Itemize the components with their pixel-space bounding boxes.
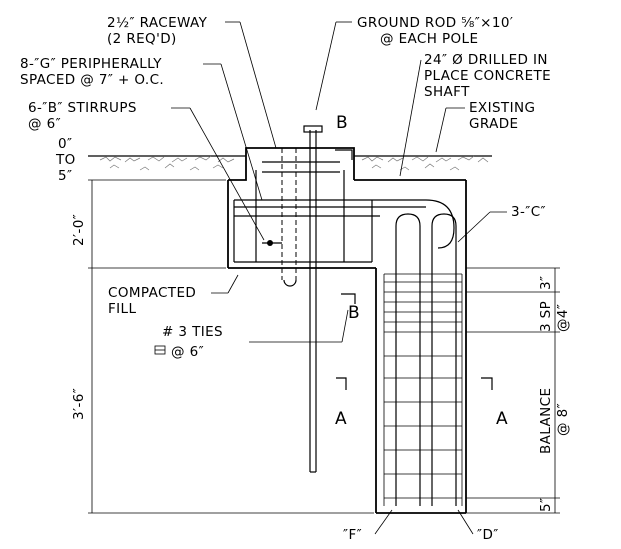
existing-grade-hatch (88, 155, 492, 171)
d-bar-label: ″D″ (477, 527, 499, 543)
ties-label-2: @ 6″ (171, 344, 204, 360)
raceway-label-2: (2 REQ'D) (107, 31, 177, 47)
existing-grade-label-1: EXISTING (469, 100, 535, 116)
f-bar-label: ″F″ (343, 527, 362, 543)
left-dimensions (88, 155, 374, 514)
b-stirrups-label-2: @ 6″ (28, 116, 61, 132)
dim-top-0: 0″ (58, 136, 72, 152)
g-bars-label-2: SPACED @ 7″ + O.C. (20, 72, 164, 88)
cap-reinforcement (233, 161, 455, 263)
shaft-reinforcement (383, 213, 463, 506)
c-bars-label: 3-″C″ (511, 204, 546, 220)
b-stirrups-label-1: 6-″B″ STIRRUPS (28, 100, 137, 116)
dim-bottom-5: 5″ (538, 498, 554, 512)
ground-rod-label-2: @ EACH POLE (380, 31, 478, 47)
section-a-left-label: A (335, 409, 347, 429)
drilled-shaft-label-1: 24″ Ø DRILLED IN (424, 52, 548, 68)
ground-rod (303, 125, 323, 473)
section-b-mid-label: B (348, 303, 360, 323)
dim-2-0: 2′-0″ (71, 214, 87, 246)
concrete-outline (227, 147, 467, 514)
raceway-label-1: 2½″ RACEWAY (107, 15, 208, 31)
existing-grade-label-2: GRADE (469, 116, 518, 132)
dim-at-8: @ 8″ (555, 403, 571, 436)
raceway-conduits (281, 148, 297, 287)
compacted-fill-label-1: COMPACTED (108, 285, 196, 301)
section-a-right-label: A (496, 409, 508, 429)
ground-rod-label-1: GROUND ROD ⅝″×10′ (357, 15, 513, 31)
section-markers (335, 149, 493, 390)
dim-balance: BALANCE (538, 388, 554, 454)
dim-3-6: 3′-6″ (71, 388, 87, 420)
ties-label-1: # 3 TIES (162, 324, 223, 340)
drilled-shaft-label-2: PLACE CONCRETE (424, 68, 551, 84)
section-b-top-label: B (336, 113, 348, 133)
leaders (171, 21, 507, 535)
drilled-shaft-label-3: SHAFT (424, 84, 470, 100)
dim-top-to: TO (55, 152, 76, 168)
dim-3-sp: 3 SP (538, 301, 554, 332)
dim-at-4: @4″ (555, 304, 571, 332)
compacted-fill-label-2: FILL (108, 301, 136, 317)
g-bars-label-1: 8-″G″ PERIPHERALLY (20, 56, 162, 72)
dim-sp-3: 3″ (538, 276, 554, 290)
dim-top-5: 5″ (58, 168, 72, 184)
right-dimensions (466, 267, 560, 514)
labels: 2½″ RACEWAY (2 REQ'D) GROUND ROD ⅝″×10′ … (20, 15, 571, 543)
